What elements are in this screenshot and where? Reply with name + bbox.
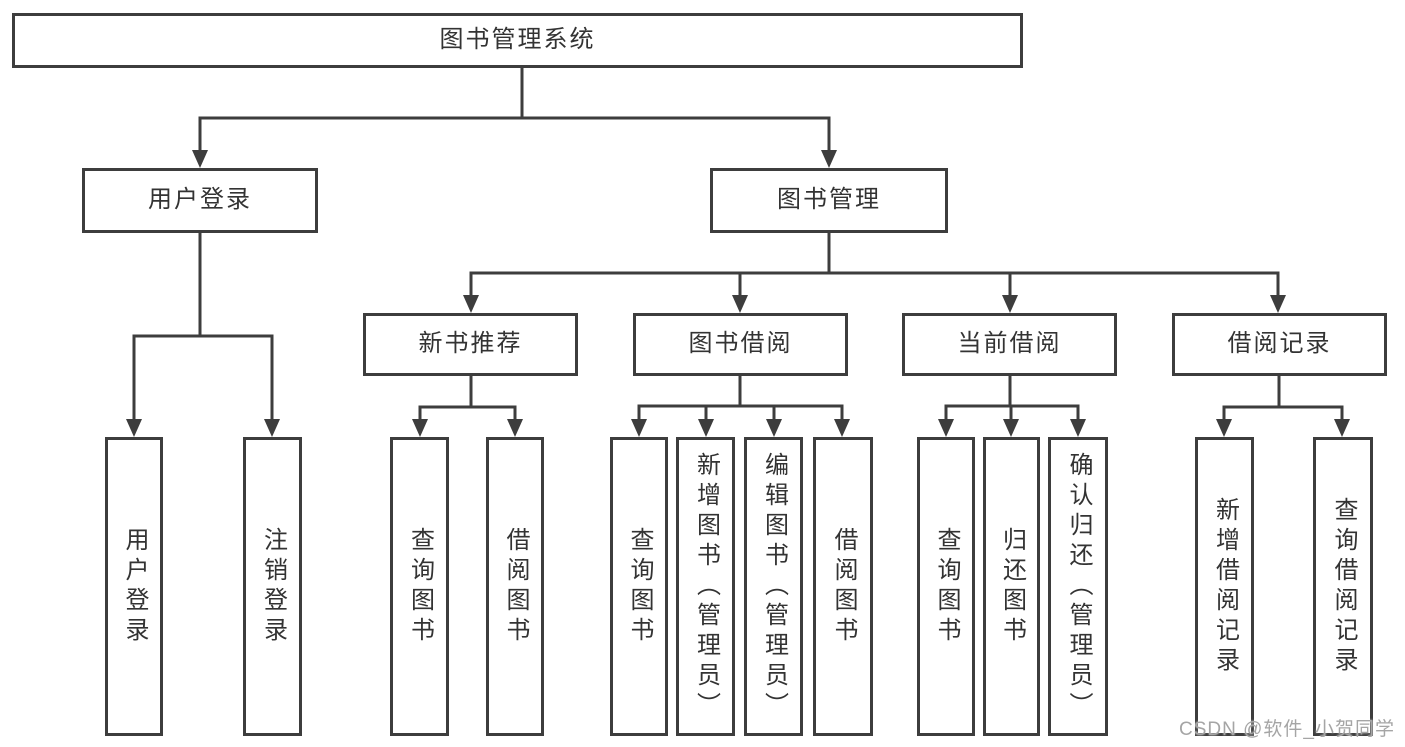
leaf-logout-label: 注销登录 xyxy=(259,526,287,647)
node-new-book-recommend: 新书推荐 xyxy=(363,313,578,376)
node-borrow-records: 借阅记录 xyxy=(1172,313,1387,376)
node-user-login: 用户登录 xyxy=(82,168,318,233)
leaf-add-borrow-record-label: 新增借阅记录 xyxy=(1211,496,1239,677)
leaf-logout: 注销登录 xyxy=(243,437,302,736)
node-root-label: 图书管理系统 xyxy=(439,26,596,54)
leaf-query-book-current: 查询图书 xyxy=(917,437,975,736)
leaf-query-book-borrowing: 查询图书 xyxy=(610,437,668,736)
leaf-add-borrow-record: 新增借阅记录 xyxy=(1195,437,1254,736)
leaf-user-login: 用户登录 xyxy=(105,437,163,736)
leaf-user-login-label: 用户登录 xyxy=(121,526,148,647)
leaf-query-book-recommend-label: 查询图书 xyxy=(406,526,434,647)
node-root: 图书管理系统 xyxy=(12,13,1023,68)
leaf-borrow-book-borrowing: 借阅图书 xyxy=(813,437,873,736)
node-user-login-label: 用户登录 xyxy=(148,186,252,214)
node-book-borrowing: 图书借阅 xyxy=(633,313,848,376)
node-book-management-label: 图书管理 xyxy=(777,186,881,214)
leaf-query-book-current-label: 查询图书 xyxy=(933,526,960,647)
node-book-management: 图书管理 xyxy=(710,168,948,233)
leaf-edit-book-admin-label: 编辑图书（管理员） xyxy=(760,451,788,722)
leaf-query-book-borrowing-label: 查询图书 xyxy=(626,526,653,647)
leaf-borrow-book-recommend: 借阅图书 xyxy=(486,437,544,736)
leaf-query-borrow-record-label: 查询借阅记录 xyxy=(1330,496,1357,677)
leaf-confirm-return-admin: 确认归还（管理员） xyxy=(1048,437,1108,736)
node-current-borrowing: 当前借阅 xyxy=(902,313,1117,376)
tree-connector-path xyxy=(132,66,1344,427)
leaf-query-borrow-record: 查询借阅记录 xyxy=(1313,437,1373,736)
leaf-borrow-book-borrowing-label: 借阅图书 xyxy=(830,526,857,647)
csdn-watermark: CSDN @软件_小贺同学 xyxy=(1179,719,1395,740)
leaf-return-book-label: 归还图书 xyxy=(998,526,1026,647)
leaf-edit-book-admin: 编辑图书（管理员） xyxy=(744,437,803,736)
leaf-query-book-recommend: 查询图书 xyxy=(390,437,449,736)
node-book-borrowing-label: 图书借阅 xyxy=(688,330,793,358)
leaf-return-book: 归还图书 xyxy=(983,437,1040,736)
node-new-book-recommend-label: 新书推荐 xyxy=(418,330,523,358)
node-borrow-records-label: 借阅记录 xyxy=(1227,330,1332,358)
node-current-borrowing-label: 当前借阅 xyxy=(957,330,1062,358)
leaf-borrow-book-recommend-label: 借阅图书 xyxy=(502,526,529,647)
leaf-add-book-admin: 新增图书（管理员） xyxy=(676,437,735,736)
leaf-add-book-admin-label: 新增图书（管理员） xyxy=(692,451,720,722)
leaf-confirm-return-admin-label: 确认归还（管理员） xyxy=(1065,451,1092,722)
